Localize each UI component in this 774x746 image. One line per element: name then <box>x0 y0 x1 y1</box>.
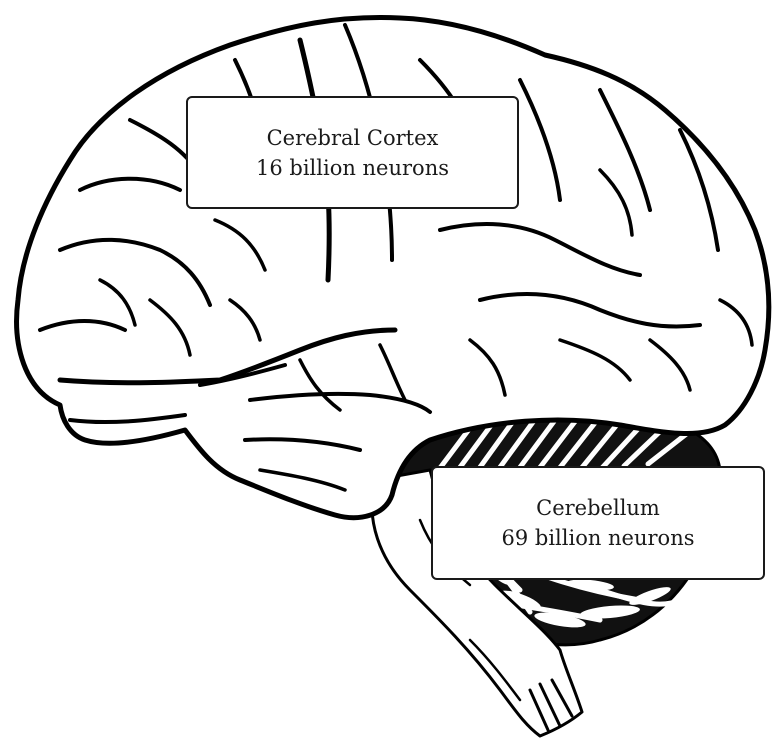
cerebral-cortex-neuron-count: 16 billion neurons <box>256 153 449 183</box>
cerebral-cortex-title: Cerebral Cortex <box>267 123 439 153</box>
cerebral-cortex-label: Cerebral Cortex 16 billion neurons <box>186 96 519 209</box>
cerebellum-title: Cerebellum <box>536 493 660 523</box>
cerebellum-label: Cerebellum 69 billion neurons <box>431 466 765 580</box>
cerebellum-neuron-count: 69 billion neurons <box>501 523 694 553</box>
